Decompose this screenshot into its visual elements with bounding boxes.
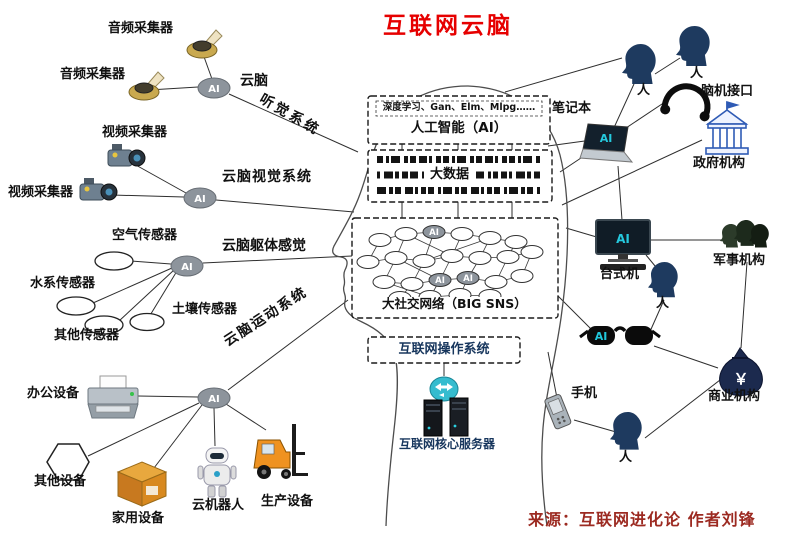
desktop-icon: AI xyxy=(595,219,651,270)
government-icon xyxy=(705,100,749,155)
home-device-icon xyxy=(116,461,168,507)
military-icon xyxy=(720,220,769,248)
svg-text:AI: AI xyxy=(429,228,439,238)
sns-box: AI AI AI xyxy=(351,217,559,319)
label-person-2: 人 xyxy=(690,66,704,81)
forklift-icon xyxy=(253,424,308,479)
label-soil-sensor: 土壤传感器 xyxy=(172,302,238,317)
label-auditory-prefix: 云脑 xyxy=(240,73,268,89)
cloud-robot-icon xyxy=(197,447,237,498)
svg-text:AI: AI xyxy=(463,274,473,284)
label-cloud-robot: 云机器人 xyxy=(192,498,245,513)
server-icon xyxy=(423,397,469,437)
laptop-ai-label: AI xyxy=(600,132,613,145)
label-audio-collector-1: 音频采集器 xyxy=(108,21,174,36)
label-person-3: 人 xyxy=(656,296,670,311)
other-sensor-shape xyxy=(84,315,124,335)
label-water-sensor: 水系传感器 xyxy=(30,276,96,291)
label-artificial-intelligence: 人工智能（AI） xyxy=(410,120,508,136)
ai-node-label: AI xyxy=(208,84,219,95)
audio-collector-icon xyxy=(128,71,165,101)
label-air-sensor: 空气传感器 xyxy=(112,228,178,243)
label-person-4: 人 xyxy=(619,450,633,465)
video-collector-icon xyxy=(79,178,118,201)
water-sensor-shape xyxy=(56,296,96,316)
label-home-device: 家用设备 xyxy=(112,511,165,526)
connector-lines xyxy=(87,53,748,469)
label-person-1: 人 xyxy=(637,83,651,98)
ai-box xyxy=(367,95,551,145)
audio-collector-icon xyxy=(186,29,223,59)
label-government: 政府机构 xyxy=(693,156,746,171)
label-bci: 脑机接口 xyxy=(701,84,754,99)
label-core-server: 互联网核心服务器 xyxy=(398,437,495,451)
bci-headset-icon xyxy=(660,83,711,122)
commerce-moneybag-icon: ￥ xyxy=(719,347,763,396)
label-video-collector-2: 视频采集器 xyxy=(8,185,74,200)
page-title: 互联网云脑 xyxy=(383,13,513,39)
phone-icon xyxy=(544,394,572,430)
air-sensor-shape xyxy=(94,251,134,271)
video-collector-icon xyxy=(107,144,146,167)
sns-network: AI AI AI xyxy=(356,225,544,305)
ai-node-sensor: AI xyxy=(170,255,204,277)
label-deep-learning: 深度学习、Gan、Elm、Mlpg…… xyxy=(382,102,536,113)
label-big-data: 大数据 xyxy=(424,167,476,184)
label-other-device: 其他设备 xyxy=(34,474,87,489)
router-icon xyxy=(429,376,459,402)
label-audio-collector-2: 音频采集器 xyxy=(60,67,126,82)
ai-node-label: AI xyxy=(194,194,205,205)
label-somatosensory: 云脑躯体感觉 xyxy=(222,238,306,254)
ai-node-label: AI xyxy=(208,394,219,405)
label-commerce: 商业机构 xyxy=(708,389,761,404)
ai-glasses-icon: AI xyxy=(579,326,661,345)
ai-node-auditory: AI xyxy=(197,77,231,99)
label-big-sns: 大社交网络（BIG SNS） xyxy=(380,296,529,311)
label-desktop: 台式机 xyxy=(600,267,640,282)
glasses-ai-label: AI xyxy=(595,330,608,343)
label-military: 军事机构 xyxy=(713,253,766,268)
printer-icon xyxy=(87,375,139,419)
label-visual-system: 云脑视觉系统 xyxy=(222,169,312,185)
laptop-icon: AI xyxy=(579,123,634,163)
ai-node-visual: AI xyxy=(183,187,217,209)
label-other-sensor: 其他传感器 xyxy=(54,328,120,343)
source-credit: 来源：互联网进化论 作者刘锋 xyxy=(528,510,756,529)
yen-symbol: ￥ xyxy=(733,370,748,388)
label-office-device: 办公设备 xyxy=(27,386,80,401)
desktop-ai-label: AI xyxy=(616,232,630,246)
other-device-icon xyxy=(46,443,90,481)
label-production-device: 生产设备 xyxy=(261,494,314,509)
label-phone: 手机 xyxy=(571,386,598,401)
sensor-ellipses xyxy=(56,251,165,335)
label-laptop: 笔记本 xyxy=(552,101,592,116)
soil-sensor-shape xyxy=(129,312,165,332)
svg-text:AI: AI xyxy=(435,276,445,286)
os-box xyxy=(367,336,521,364)
label-video-collector-1: 视频采集器 xyxy=(102,125,168,140)
ai-node-label: AI xyxy=(181,262,192,273)
ai-node-motor: AI xyxy=(197,387,231,409)
label-internet-os: 互联网操作系统 xyxy=(398,342,490,357)
